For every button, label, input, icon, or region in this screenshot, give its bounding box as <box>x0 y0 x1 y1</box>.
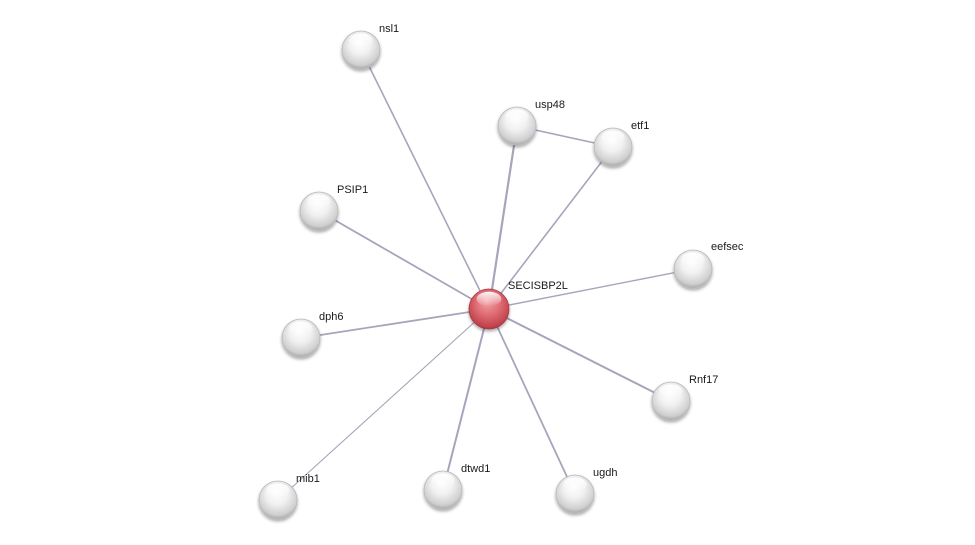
node-highlight <box>289 321 313 336</box>
node-label-psip1: PSIP1 <box>337 184 368 196</box>
node-label-usp48: usp48 <box>535 99 565 111</box>
edge-secisbp2l-dph6 <box>300 308 490 339</box>
edge-secisbp2l-ugdh <box>488 308 576 495</box>
node-highlight <box>601 130 625 145</box>
edges-layer <box>277 49 694 501</box>
node-etf1[interactable]: etf1 <box>593 120 649 167</box>
node-highlight <box>659 384 683 399</box>
edge-secisbp2l-usp48 <box>487 124 519 311</box>
edge-secisbp2l-eefsec <box>488 268 694 310</box>
node-label-mib1: mib1 <box>296 473 320 485</box>
node-highlight <box>266 483 290 498</box>
edge-secisbp2l-rnf17 <box>488 308 672 402</box>
node-dph6[interactable]: dph6 <box>281 311 343 358</box>
node-label-secisbp2l: SECISBP2L <box>508 280 568 292</box>
node-highlight <box>431 473 455 488</box>
node-highlight <box>307 194 331 209</box>
edge-secisbp2l-etf1 <box>488 146 614 310</box>
node-ugdh[interactable]: ugdh <box>555 467 617 514</box>
node-label-dph6: dph6 <box>319 311 343 323</box>
node-label-eefsec: eefsec <box>711 241 744 253</box>
node-dtwd1[interactable]: dtwd1 <box>423 463 490 510</box>
edge-secisbp2l-psip1 <box>318 210 490 310</box>
node-nsl1[interactable]: nsl1 <box>341 23 399 70</box>
node-label-nsl1: nsl1 <box>379 23 399 35</box>
node-label-etf1: etf1 <box>631 120 649 132</box>
node-highlight <box>349 33 373 48</box>
edge-secisbp2l-dtwd1 <box>442 308 490 491</box>
node-eefsec[interactable]: eefsec <box>673 241 744 289</box>
edge-secisbp2l-nsl1 <box>360 49 490 310</box>
node-highlight <box>681 252 705 267</box>
node-label-dtwd1: dtwd1 <box>461 463 490 475</box>
node-psip1[interactable]: PSIP1 <box>299 184 368 231</box>
node-highlight <box>505 109 529 124</box>
node-usp48[interactable]: usp48 <box>497 99 565 146</box>
node-label-rnf17: Rnf17 <box>689 374 718 386</box>
node-highlight <box>563 477 587 492</box>
node-label-ugdh: ugdh <box>593 467 617 479</box>
node-highlight <box>476 291 502 307</box>
node-mib1[interactable]: mib1 <box>258 473 320 520</box>
edge-secisbp2l-mib1 <box>277 308 490 501</box>
node-rnf17[interactable]: Rnf17 <box>651 374 718 421</box>
node-secisbp2l[interactable]: SECISBP2L <box>468 280 568 330</box>
